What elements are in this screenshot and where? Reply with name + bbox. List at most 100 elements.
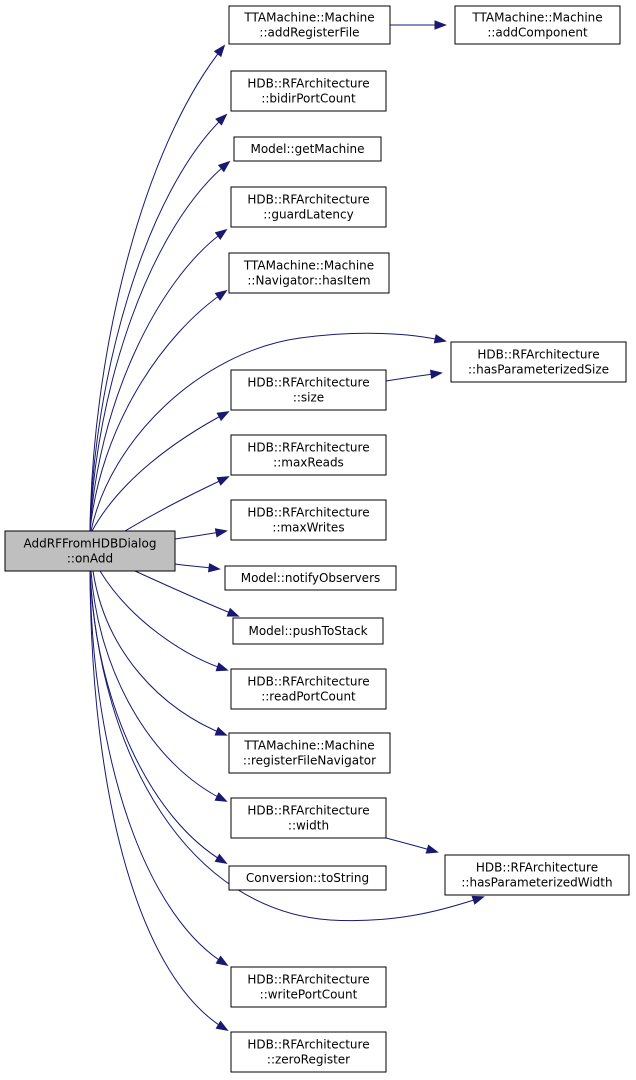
- node-label-line: ::registerFileNavigator: [243, 754, 376, 768]
- arrowhead: [214, 289, 228, 301]
- edge-width-to-hasParameterizedWidth: [385, 837, 439, 854]
- node-box: [228, 252, 390, 294]
- node-label-line: Model::pushToStack: [248, 624, 367, 638]
- node-label-line: ::writePortCount: [260, 988, 358, 1002]
- edge-onAdd-to-readPortCount: [99, 570, 229, 672]
- edge-onAdd-to-maxReads: [124, 476, 230, 532]
- edge-line: [89, 45, 225, 532]
- node-label-line: HDB::RFArchitecture: [247, 376, 369, 390]
- arrowhead: [214, 528, 228, 538]
- edge-line: [99, 570, 228, 671]
- edge-line: [90, 332, 446, 532]
- node-label-line: ::Navigator::hasItem: [247, 274, 370, 288]
- node-label-line: HDB::RFArchitecture: [477, 348, 599, 362]
- node-zeroRegister[interactable]: HDB::RFArchitecture::zeroRegister: [230, 1031, 387, 1073]
- node-hasParameterizedSize[interactable]: HDB::RFArchitecture::hasParameterizedSiz…: [450, 341, 627, 383]
- node-toString[interactable]: Conversion::toString: [228, 865, 387, 891]
- edge-onAdd-to-maxWrites: [174, 528, 228, 540]
- edge-onAdd-to-size: [91, 411, 230, 532]
- edge-line: [89, 114, 227, 532]
- node-maxWrites[interactable]: HDB::RFArchitecture::maxWrites: [230, 499, 387, 541]
- node-label-line: AddRFFromHDBDialog: [24, 537, 157, 551]
- arrowhead: [215, 662, 229, 672]
- node-box: [228, 5, 391, 45]
- edge-onAdd-to-notifyObservers: [174, 563, 221, 573]
- node-label-line: Model::getMachine: [250, 142, 364, 156]
- arrowhead: [429, 369, 443, 380]
- node-label-line: ::guardLatency: [263, 208, 353, 222]
- edge-onAdd-to-addRegisterFile: [89, 44, 226, 532]
- edge-onAdd-to-bidirPortCount: [89, 113, 228, 532]
- node-box: [228, 732, 391, 774]
- edge-line: [89, 570, 228, 1031]
- arrowhead: [216, 476, 230, 486]
- node-label-line: ::addRegisterFile: [259, 26, 359, 40]
- node-box: [230, 966, 387, 1008]
- node-label-line: ::addComponent: [487, 26, 588, 40]
- edge-onAdd-to-guardLatency: [89, 228, 228, 532]
- edge-line: [91, 411, 229, 532]
- edge-onAdd-to-hasParameterizedSize: [90, 332, 447, 532]
- arrowhead: [214, 853, 228, 864]
- node-label-line: HDB::RFArchitecture: [247, 804, 369, 818]
- edge-line: [92, 570, 227, 736]
- node-label-line: HDB::RFArchitecture: [247, 506, 369, 520]
- node-box: [230, 186, 387, 228]
- node-label-line: ::bidirPortCount: [261, 92, 356, 106]
- edge-onAdd-to-width: [90, 570, 228, 802]
- edges-layer: [89, 20, 485, 1031]
- edge-size-to-hasParameterizedSize: [385, 369, 443, 382]
- node-box: [450, 341, 627, 383]
- node-box: [4, 530, 176, 572]
- node-box: [224, 565, 397, 591]
- edge-onAdd-to-zeroRegister: [89, 570, 229, 1031]
- node-size[interactable]: HDB::RFArchitecture::size: [230, 369, 387, 411]
- node-label-line: TTAMachine::Machine: [471, 11, 602, 25]
- node-box: [230, 434, 387, 476]
- node-box: [454, 5, 621, 45]
- node-box: [230, 70, 387, 112]
- node-box: [230, 668, 387, 710]
- node-notifyObservers[interactable]: Model::notifyObservers: [224, 565, 397, 591]
- node-pushToStack[interactable]: Model::pushToStack: [232, 617, 384, 645]
- node-box: [230, 1031, 387, 1073]
- node-label-line: ::maxReads: [273, 456, 344, 470]
- edge-onAdd-to-toString: [89, 570, 228, 864]
- node-addRegisterFile[interactable]: TTAMachine::Machine::addRegisterFile: [228, 5, 391, 45]
- node-writePortCount[interactable]: HDB::RFArchitecture::writePortCount: [230, 966, 387, 1008]
- edge-addRegisterFile-to-addComponent: [390, 20, 447, 30]
- arrowhead: [214, 228, 228, 241]
- node-maxReads[interactable]: HDB::RFArchitecture::maxReads: [230, 434, 387, 476]
- nodes-layer: AddRFFromHDBDialog::onAddTTAMachine::Mac…: [4, 5, 630, 1073]
- node-bidirPortCount[interactable]: HDB::RFArchitecture::bidirPortCount: [230, 70, 387, 112]
- root-node-onAdd[interactable]: AddRFFromHDBDialog::onAdd: [4, 530, 176, 572]
- node-label-line: HDB::RFArchitecture: [247, 77, 369, 91]
- node-box: [444, 854, 630, 896]
- edge-line: [124, 476, 229, 532]
- edge-line: [89, 229, 227, 532]
- arrowhead: [433, 334, 447, 344]
- node-guardLatency[interactable]: HDB::RFArchitecture::guardLatency: [230, 186, 387, 228]
- node-hasItem[interactable]: TTAMachine::Machine::Navigator::hasItem: [228, 252, 390, 294]
- edge-line: [90, 570, 227, 802]
- arrowhead: [213, 44, 226, 58]
- arrowhead: [208, 563, 221, 573]
- arrowhead: [214, 792, 228, 802]
- edge-line: [89, 570, 484, 922]
- node-addComponent[interactable]: TTAMachine::Machine::addComponent: [454, 5, 621, 45]
- arrowhead: [214, 726, 228, 736]
- node-label-line: ::maxWrites: [272, 521, 344, 535]
- edge-onAdd-to-hasItem: [89, 289, 228, 532]
- node-hasParameterizedWidth[interactable]: HDB::RFArchitecture::hasParameterizedWid…: [444, 854, 630, 896]
- node-readPortCount[interactable]: HDB::RFArchitecture::readPortCount: [230, 668, 387, 710]
- edge-onAdd-to-getMachine: [89, 160, 231, 532]
- node-width[interactable]: HDB::RFArchitecture::width: [230, 797, 387, 839]
- edge-onAdd-to-writePortCount: [89, 570, 229, 967]
- node-label-line: Model::notifyObservers: [241, 571, 381, 585]
- node-getMachine[interactable]: Model::getMachine: [233, 136, 382, 162]
- edge-onAdd-to-registerFileNavigator: [92, 570, 228, 736]
- node-label-line: ::zeroRegister: [267, 1053, 350, 1067]
- node-registerFileNavigator[interactable]: TTAMachine::Machine::registerFileNavigat…: [228, 732, 391, 774]
- arrowhead: [215, 955, 229, 967]
